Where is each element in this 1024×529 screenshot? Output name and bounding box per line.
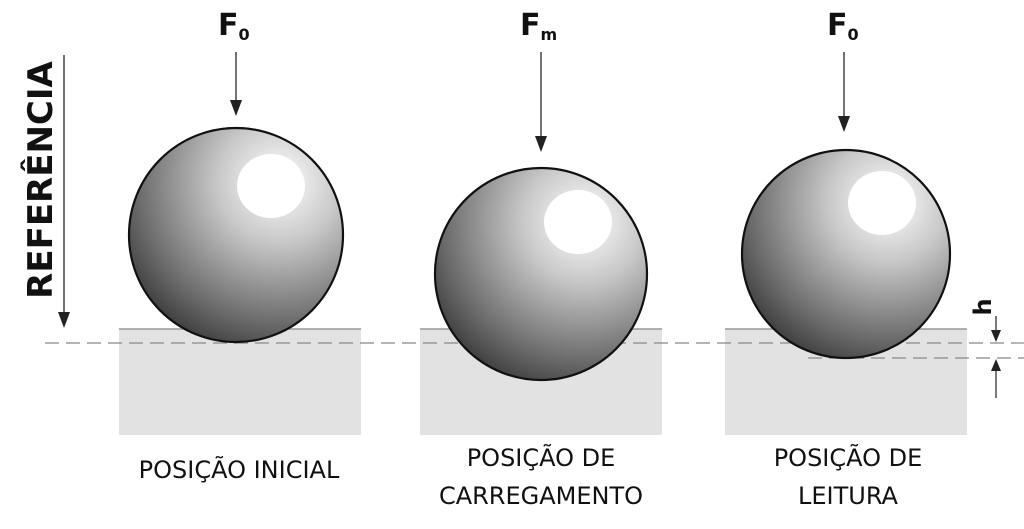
force-label-loading: Fm — [520, 8, 557, 44]
caption-reading-line1: POSIÇÃO DE — [774, 442, 923, 472]
sphere-initial — [127, 126, 345, 344]
depth-label: h — [969, 298, 997, 315]
reference-arrow-head — [58, 312, 70, 328]
sphere-highlight-reading — [848, 171, 916, 235]
force-arrow-head-reading — [838, 116, 850, 132]
sphere-loading — [433, 166, 649, 382]
force-sub-reading: 0 — [848, 25, 859, 44]
caption-reading-line2: LEITURA — [798, 482, 899, 510]
force-label-reading: F0 — [827, 8, 859, 44]
sphere-highlight-initial — [237, 154, 305, 218]
caption-loading-line1: POSIÇÃO DE — [467, 442, 616, 472]
depth-arrow-bottom-head — [991, 359, 1001, 371]
force-sub-initial: 0 — [239, 25, 250, 44]
force-arrow-head-loading — [535, 136, 547, 152]
depth-arrow-top-head — [991, 330, 1001, 342]
force-main-reading: F — [827, 8, 848, 43]
caption-loading-line2: CARREGAMENTO — [439, 482, 643, 510]
substrate-block-initial — [119, 329, 361, 435]
force-label-initial: F0 — [218, 8, 250, 44]
sphere-highlight-loading — [544, 190, 612, 254]
sphere-reading — [740, 148, 952, 360]
reference-label: REFERÊNCIA — [20, 60, 61, 298]
force-sub-loading: m — [541, 25, 558, 44]
caption-initial: POSIÇÃO INICIAL — [139, 454, 340, 484]
force-main-initial: F — [218, 8, 239, 43]
force-main-loading: F — [520, 8, 541, 43]
force-arrow-head-initial — [230, 100, 242, 116]
